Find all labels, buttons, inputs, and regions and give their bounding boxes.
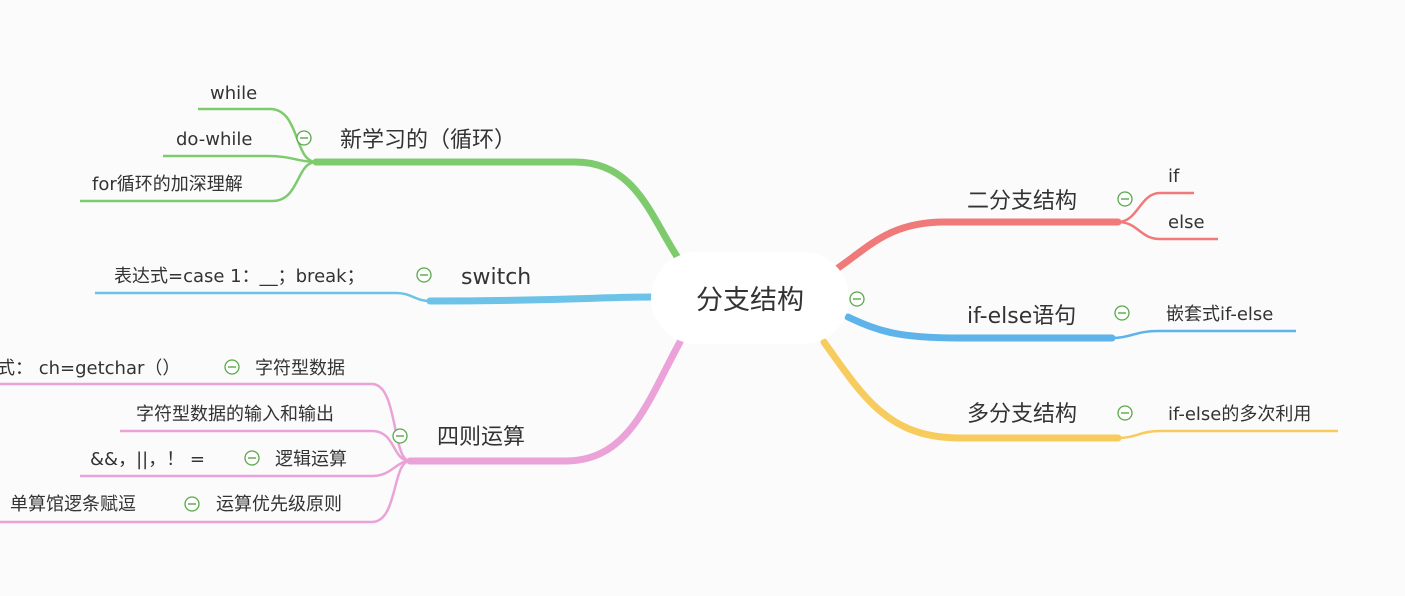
connector-arith-charío [120, 429, 411, 463]
connector-center-loops [312, 158, 682, 262]
connector-center-arith [406, 338, 684, 465]
leaf-logic-ops[interactable]: &&，||，！ = [90, 449, 205, 470]
node-loops-label[interactable]: 新学习的（循环） [340, 128, 516, 153]
connector-arith-priority [0, 459, 411, 524]
center-node-bubble [651, 252, 849, 344]
center-node-label: 分支结构 [696, 285, 804, 316]
leaf-else[interactable]: else [1168, 212, 1205, 233]
connector-loops-for [80, 160, 317, 203]
leaf-nested-ifelse[interactable]: 嵌套式if-else [1166, 304, 1273, 325]
branch-ifelse: if-else语句 嵌套式if-else [844, 304, 1296, 342]
node-char-io-label[interactable]: 字符型数据的输入和输出 [136, 404, 334, 425]
leaf-multi-reuse[interactable]: if-else的多次利用 [1168, 404, 1311, 425]
leaf-while[interactable]: while [210, 83, 257, 104]
connector-loops-dowhile [163, 154, 317, 164]
collapse-arith-icon[interactable] [392, 428, 408, 444]
node-ifelse-label[interactable]: if-else语句 [967, 304, 1076, 329]
node-char-data-label[interactable]: 字符型数据 [255, 358, 345, 379]
collapse-ifelse-icon[interactable] [1114, 305, 1130, 321]
connector-switch-case [95, 291, 431, 303]
collapse-logic-icon[interactable] [244, 450, 260, 466]
node-logic-label[interactable]: 逻辑运算 [275, 449, 347, 470]
connector-center-switch [426, 293, 656, 305]
collapse-loops-icon[interactable] [296, 130, 312, 146]
branch-loops: 新学习的（循环） while do-while for循环的加深理解 [80, 83, 682, 262]
collapse-switch-icon[interactable] [416, 267, 432, 283]
connector-binary-if [1117, 191, 1194, 224]
connector-arith-chardata [0, 382, 411, 463]
leaf-for-loop[interactable]: for循环的加深理解 [92, 174, 243, 195]
node-multi-label[interactable]: 多分支结构 [967, 402, 1077, 427]
collapse-char-data-icon[interactable] [224, 359, 240, 375]
collapse-multi-icon[interactable] [1117, 405, 1133, 421]
branch-binary: 二分支结构 if else [834, 166, 1218, 272]
collapse-binary-icon[interactable] [1117, 191, 1133, 207]
connector-center-multi [820, 338, 1122, 442]
connector-ifelse-nested [1111, 329, 1296, 340]
connector-loops-while [198, 107, 317, 164]
connector-multi-reuse [1117, 429, 1338, 440]
leaf-switch-case[interactable]: 表达式=case 1：__；break； [114, 266, 365, 287]
branch-multi: 多分支结构 if-else的多次利用 [820, 338, 1338, 442]
connector-binary-else [1117, 220, 1218, 241]
leaf-getchar[interactable]: 式： ch=getchar（） [0, 358, 180, 379]
branch-switch: switch 表达式=case 1：__；break； [95, 265, 656, 305]
node-priority-label[interactable]: 运算优先级原则 [216, 494, 342, 515]
leaf-priority-mnemonic[interactable]: 单算馆逻条赋逗 [10, 494, 136, 515]
leaf-if[interactable]: if [1168, 166, 1180, 187]
node-arith-label[interactable]: 四则运算 [437, 425, 525, 450]
connector-center-binary [834, 218, 1122, 272]
leaf-do-while[interactable]: do-while [176, 129, 252, 150]
collapse-priority-icon[interactable] [184, 496, 200, 512]
node-binary-label[interactable]: 二分支结构 [967, 189, 1077, 214]
node-switch-label[interactable]: switch [461, 265, 531, 290]
branch-arith: 四则运算 字符型数据 式： ch=getchar（） 字符型数据的输入和输出 逻… [0, 338, 684, 524]
connector-center-ifelse [844, 313, 1116, 342]
center-node[interactable]: 分支结构 [651, 252, 849, 344]
collapse-center-icon[interactable] [849, 291, 865, 307]
